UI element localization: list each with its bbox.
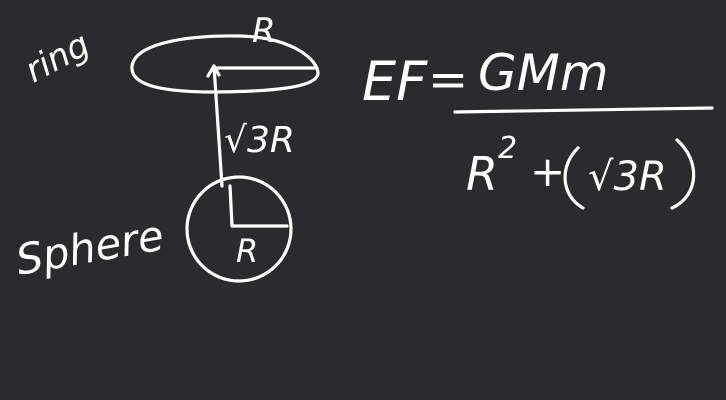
- denominator-base: R: [466, 147, 498, 201]
- denominator-root-term: √3R: [588, 154, 667, 200]
- equation-numerator: GMm: [478, 44, 609, 102]
- left-paren: [563, 146, 585, 210]
- right-paren: [670, 138, 696, 210]
- axis-line: [212, 64, 224, 188]
- ring-label: ring: [19, 25, 97, 92]
- sphere-radius-line: [228, 184, 289, 228]
- equation-lhs: EF: [362, 50, 428, 113]
- sphere-label: Sphere: [12, 211, 167, 285]
- ring-shape: [130, 34, 320, 94]
- distance-label: √3R: [224, 120, 295, 161]
- ring-radius-label: R: [252, 11, 276, 51]
- denominator-exponent: 2: [498, 131, 517, 166]
- sphere-circle: [185, 175, 293, 283]
- equation-equals: =: [428, 52, 468, 108]
- sphere-radius-label: R: [236, 232, 258, 270]
- denominator-plus: +: [530, 147, 565, 196]
- fraction-bar: [453, 106, 714, 114]
